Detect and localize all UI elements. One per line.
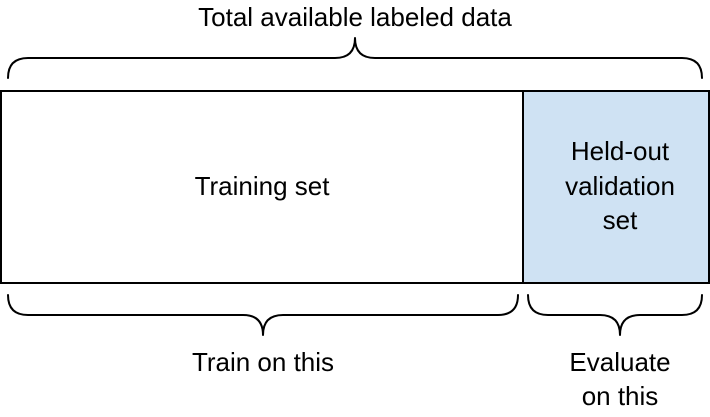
- train-on-this-label: Train on this: [192, 347, 334, 377]
- validation-label-line-2: validation: [565, 171, 675, 201]
- top-brace: [7, 37, 703, 79]
- train-brace: [7, 294, 519, 336]
- evaluate-label-line-1: Evaluate: [569, 347, 670, 377]
- validation-label-line-3: set: [603, 205, 638, 235]
- validation-label-line-1: Held-out: [571, 136, 670, 166]
- validation-set-box: [522, 90, 710, 284]
- total-data-label: Total available labeled data: [198, 2, 512, 32]
- evaluate-label-line-2: on this: [582, 381, 659, 411]
- training-set-box: [0, 90, 524, 284]
- evaluate-brace: [527, 294, 703, 336]
- training-set-label: Training set: [195, 171, 331, 201]
